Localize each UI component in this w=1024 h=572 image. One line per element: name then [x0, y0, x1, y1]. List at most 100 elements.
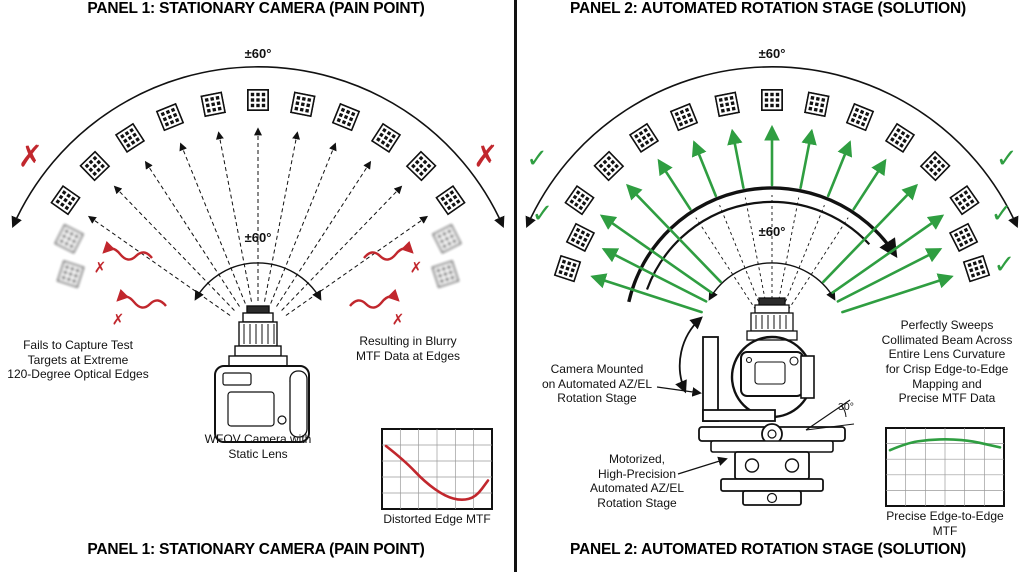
panel-divider [514, 0, 517, 572]
small-fail-x-icon: ✗ [94, 260, 107, 277]
distorted-mtf-curve [384, 444, 490, 501]
panel2-stage-note: Motorized, High-Precision Automated AZ/E… [589, 452, 685, 510]
tilt-angle-label: 30° [838, 401, 854, 413]
panel1-outer-angle-label: ±60° [244, 46, 272, 61]
center-dashed-ray [719, 205, 762, 308]
panel1-blurry-note: Resulting in Blurry MTF Data at Edges [355, 334, 461, 363]
success-check-icon: ✓ [993, 249, 1015, 279]
panel1-title-top: PANEL 1: STATIONARY CAMERA (PAIN POINT) [87, 0, 425, 17]
test-target [593, 150, 625, 182]
blurry-test-target [56, 260, 85, 288]
test-target [669, 103, 699, 132]
success-check-icon: ✓ [526, 143, 548, 173]
label-pointer-arrow [656, 386, 702, 397]
success-check-icon: ✓ [532, 198, 554, 228]
test-target [565, 222, 595, 252]
blurry-test-target [431, 260, 460, 288]
center-dashed-ray [777, 197, 800, 306]
collimated-beam-arrow [691, 140, 718, 198]
panel1-fail-note: Fails to Capture Test Targets at Extreme… [7, 338, 149, 382]
az-el-bracket [702, 336, 719, 422]
test-target [435, 185, 466, 216]
beam-ray-dashed [215, 131, 252, 302]
beam-ray-dashed [276, 160, 372, 307]
collimated-beam-arrow [626, 183, 722, 284]
panel1-diagram: ✗✗✗✗✗✗ [11, 66, 505, 510]
mtf-chart-precise [885, 427, 1005, 507]
el-rotation-arrow [675, 316, 703, 394]
collimated-beam-arrow [601, 248, 708, 303]
blurry-test-target [432, 224, 462, 254]
test-target [629, 123, 659, 153]
test-target [371, 123, 401, 153]
sweep-band-inner-arc [645, 200, 871, 290]
beam-ray-dashed [281, 185, 403, 311]
tilt-angle-line [805, 399, 851, 431]
collimated-beam-arrow [836, 248, 943, 303]
sweep-band-outer-arc [627, 186, 898, 303]
test-target [290, 91, 316, 118]
test-target [564, 185, 595, 216]
panel2-outer-angle-label: ±60° [758, 46, 786, 61]
wfov-camera [214, 305, 310, 443]
panel1-camera-caption: WFOV Camera with Static Lens [204, 432, 312, 461]
test-target [804, 91, 830, 118]
chart-grid [382, 429, 492, 509]
success-check-icon: ✓ [991, 198, 1013, 228]
beam-ray-dashed [270, 142, 337, 304]
test-target [962, 254, 991, 283]
collimated-beam-arrow [599, 214, 713, 294]
beam-ray-dashed [264, 131, 301, 302]
blur-wave-arrow [349, 288, 400, 309]
test-target [247, 89, 269, 111]
beam-ray-dashed [179, 142, 246, 304]
collimated-beam-arrow [826, 140, 853, 198]
label-pointer-arrow [677, 456, 728, 475]
collimated-beam-arrow [841, 273, 954, 314]
small-fail-x-icon: ✗ [392, 312, 405, 329]
test-target [115, 123, 145, 153]
panel1-title-bottom: PANEL 1: STATIONARY CAMERA (PAIN POINT) [87, 541, 425, 558]
test-target [405, 150, 437, 182]
center-dashed-ray [782, 205, 825, 308]
panel2-chart-label: Precise Edge-to-Edge MTF [886, 509, 1004, 538]
panel2-mount-note: Camera Mounted on Automated AZ/EL Rotati… [541, 362, 653, 406]
tilt-angle-arc [840, 404, 847, 418]
panel2-diagram: ✓ ✓ ✓ ✓ ✓ [525, 66, 1019, 507]
panel2-inner-angle-label: ±60° [758, 224, 786, 239]
label-pointers [656, 386, 728, 475]
dashed-beam-rays [87, 127, 429, 316]
test-target [50, 185, 81, 216]
success-check-icon: ✓ [996, 143, 1018, 173]
test-target [919, 150, 951, 182]
success-checks: ✓ ✓ ✓ ✓ ✓ [526, 143, 1017, 279]
test-target [200, 91, 226, 118]
test-target [331, 103, 361, 132]
small-fail-x-icon: ✗ [410, 260, 423, 277]
test-target [885, 123, 915, 153]
outer-fov-arc [11, 66, 505, 229]
center-dashed-ray [744, 197, 767, 306]
test-target [714, 91, 740, 118]
gimbal-camera-stage [675, 297, 855, 506]
beam-ray-dashed [144, 160, 240, 307]
blur-wave-arrow [363, 240, 414, 261]
collimated-beam-arrows [590, 124, 954, 314]
test-target [79, 150, 111, 182]
beam-ray-dashed [113, 185, 235, 311]
fail-x-icon: ✗ [473, 141, 498, 174]
blur-wave-arrow [116, 288, 167, 309]
collimated-beam-arrow [831, 214, 945, 294]
panel1-chart-label: Distorted Edge MTF [383, 512, 491, 526]
collimated-beam-arrow [590, 273, 703, 314]
collimated-beam-arrow [852, 158, 887, 211]
collimated-beam-arrow [727, 128, 745, 190]
collimated-beam-arrow [822, 183, 918, 284]
test-target [155, 103, 185, 132]
small-fail-x-icon: ✗ [112, 312, 125, 329]
panel2-title-top: PANEL 2: AUTOMATED ROTATION STAGE (SOLUT… [570, 0, 966, 17]
test-target [845, 103, 875, 132]
mtf-chart-distorted [381, 428, 493, 510]
outer-fov-arc [525, 66, 1019, 229]
